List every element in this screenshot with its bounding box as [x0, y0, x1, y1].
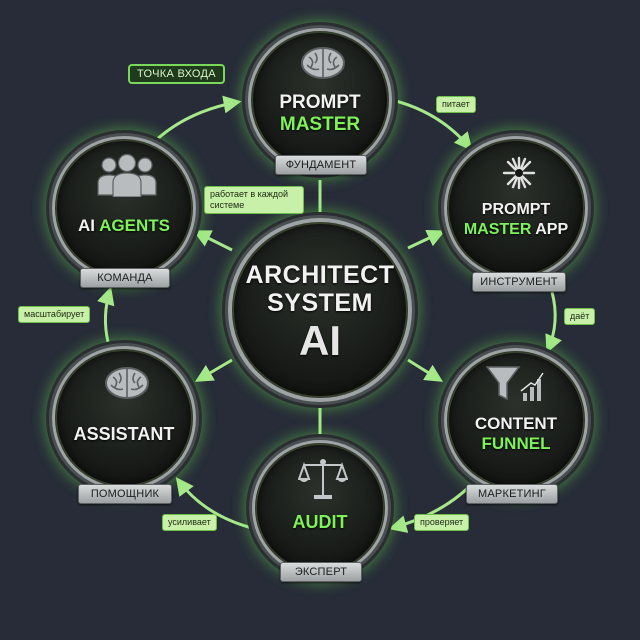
arrow-agents-to-prompt-master	[146, 95, 242, 150]
checks-label: проверяет	[414, 514, 470, 531]
app-title-app: APP	[535, 221, 569, 238]
brain-icon	[105, 367, 149, 399]
burst-icon	[502, 156, 536, 190]
app-title-line1: PROMPT	[481, 201, 551, 218]
spoke-app	[407, 229, 446, 250]
app-title-master: MASTER	[463, 221, 532, 238]
works-everywhere-label: работает в каждой системе	[204, 186, 304, 214]
enhances-label: усиливает	[162, 514, 217, 531]
arrow-audit-to-assistant	[175, 477, 253, 530]
gives-label: даёт	[564, 308, 596, 325]
feeds-label: питает	[436, 96, 476, 113]
arrow-prompt-master-to-app	[391, 98, 473, 151]
agents-title: AI AGENTS	[55, 216, 193, 235]
node-content-funnel[interactable]: CONTENT FUNNEL	[444, 348, 588, 492]
funnel-title-line2: FUNNEL	[481, 434, 551, 453]
hub-line-ai: AI	[299, 317, 341, 364]
hub-line-architect: ARCHITECT	[245, 261, 395, 289]
audit-title: AUDIT	[292, 512, 348, 532]
ai-agents-label: КОМАНДА	[80, 268, 170, 288]
app-title-line2: MASTER APP	[447, 221, 585, 238]
funnel-title-line1: CONTENT	[474, 414, 558, 433]
node-prompt-master[interactable]: PROMPT MASTER	[248, 28, 392, 172]
arrow-funnel-to-audit	[388, 484, 472, 533]
funnel-chart-icon	[485, 366, 544, 401]
spoke-funnel	[407, 358, 444, 382]
entry-point-label: ТОЧКА ВХОДА	[128, 64, 225, 84]
node-assistant[interactable]: ASSISTANT	[52, 346, 196, 490]
team-icon	[97, 153, 157, 197]
spoke-assistant	[194, 358, 233, 382]
prompt-master-title-line2: MASTER	[279, 114, 361, 135]
prompt-master-label: ФУНДАМЕНТ	[275, 155, 367, 175]
content-funnel-label: МАРКЕТИНГ	[466, 484, 558, 504]
arrow-app-to-funnel	[545, 291, 562, 354]
agents-title-ai: AI	[78, 216, 96, 235]
arrow-assistant-to-agents	[97, 286, 115, 343]
architect-system-hub[interactable]: ARCHITECT SYSTEM AI	[228, 218, 412, 402]
scales-label: масштабирует	[18, 306, 91, 323]
agents-title-agents: AGENTS	[99, 216, 170, 235]
brain-icon	[301, 47, 345, 79]
hub-line-system: SYSTEM	[267, 289, 373, 317]
assistant-title: ASSISTANT	[73, 424, 175, 444]
spoke-agents	[192, 230, 233, 252]
node-prompt-master-app[interactable]: PROMPT MASTER APP	[444, 136, 588, 280]
scales-icon	[298, 459, 348, 499]
node-audit[interactable]: AUDIT	[252, 440, 388, 576]
node-ai-agents[interactable]: AI AGENTS	[52, 136, 196, 280]
prompt-master-title-line1: PROMPT	[279, 92, 361, 113]
assistant-label: ПОМОЩНИК	[78, 484, 172, 504]
audit-label: ЭКСПЕРТ	[280, 562, 362, 582]
prompt-master-app-label: ИНСТРУМЕНТ	[472, 272, 566, 292]
